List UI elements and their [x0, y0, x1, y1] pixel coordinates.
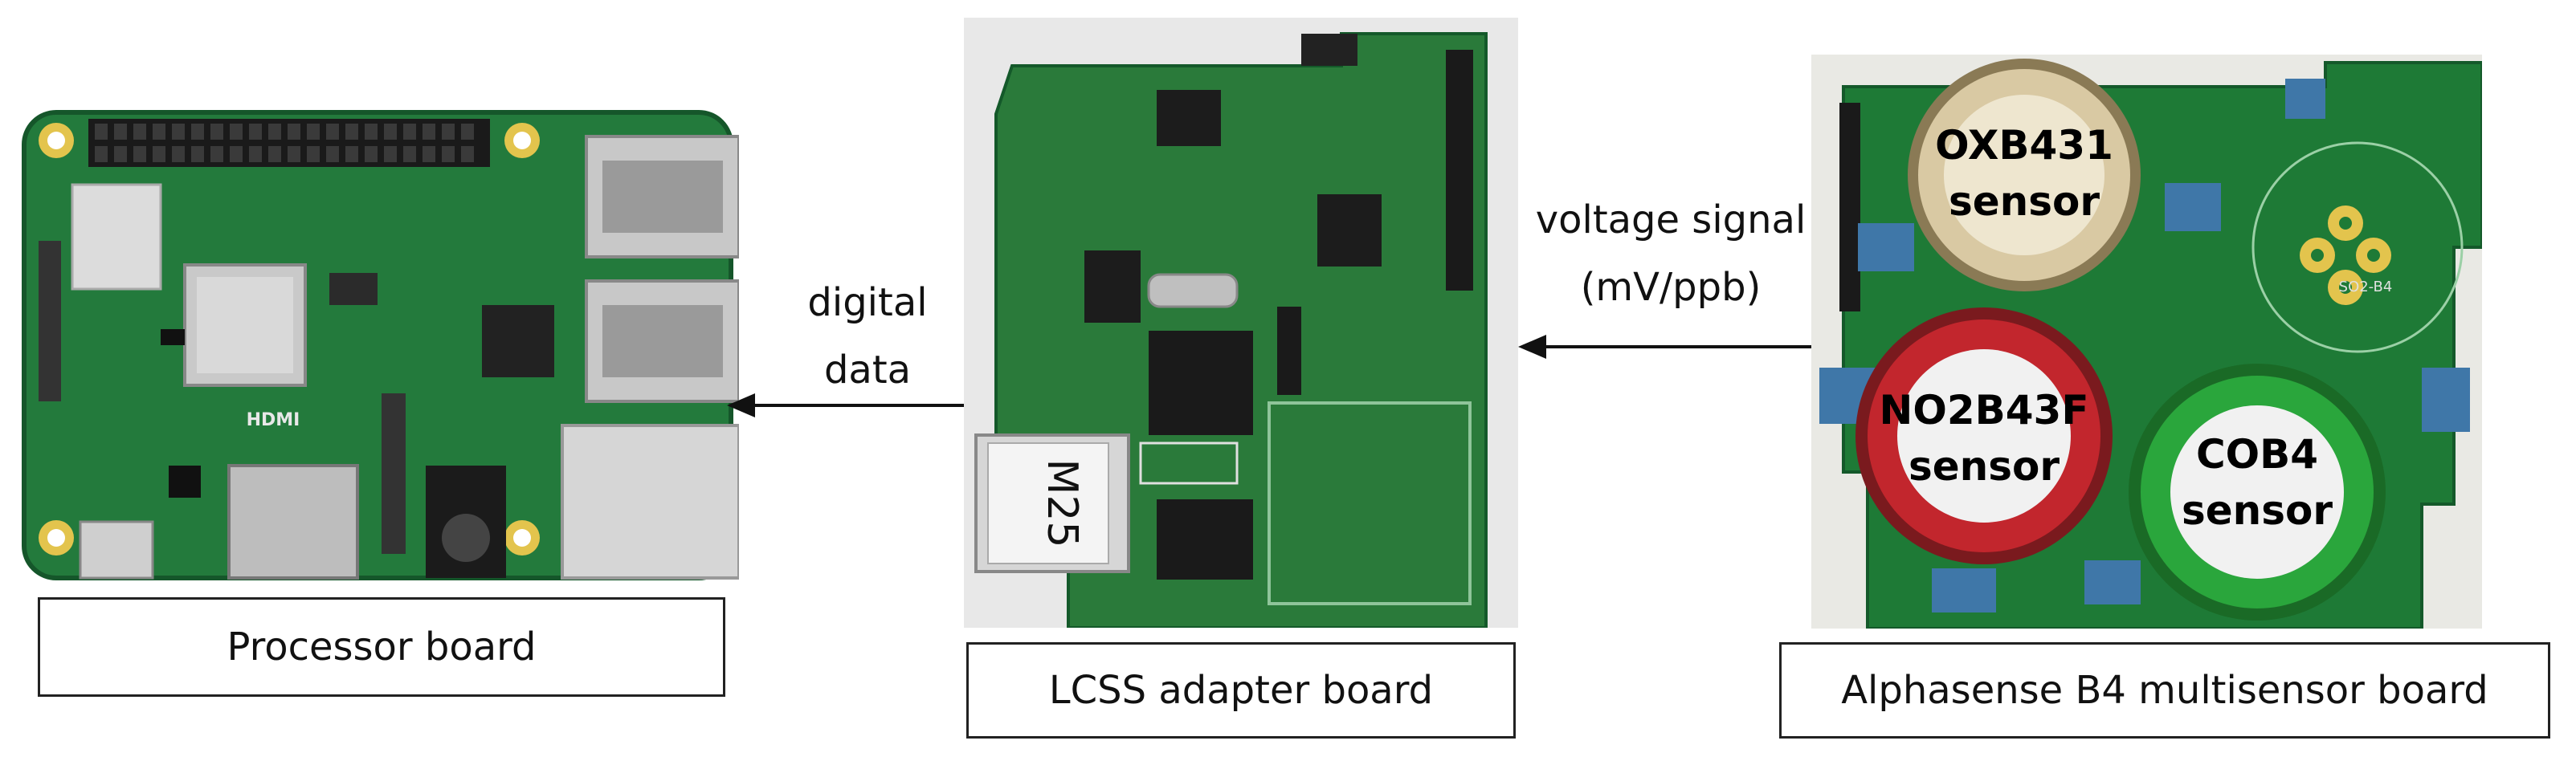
sensor-board-label: Alphasense B4 multisensor board — [1779, 642, 2550, 739]
processor-board-image: HDMI — [22, 110, 739, 580]
voltage-signal-line1: voltage signal — [1535, 197, 1806, 242]
adapter-board-label: LCSS adapter board — [966, 642, 1516, 739]
processor-board-label: Processor board — [38, 597, 725, 697]
no2-sensor-word: sensor — [1909, 443, 2060, 490]
digital-data-caption: digital data — [771, 269, 964, 404]
voltage-signal-line2: (mV/ppb) — [1580, 265, 1762, 310]
co-sensor-name: COB4 — [2196, 431, 2318, 478]
hdmi-silkscreen: HDMI — [247, 410, 300, 430]
digital-data-line2: data — [823, 348, 912, 393]
no2-sensor-name: NO2B43F — [1880, 387, 2089, 433]
adapter-sticker-text: M25 — [1038, 458, 1086, 547]
sensor-board-image: SO2-B4 OXB431 sensor NO2B43F sensor COB4… — [1811, 55, 2482, 629]
arrow-voltage-signal — [1518, 335, 1811, 359]
adapter-board-image: M25 — [964, 18, 1518, 628]
sensor-slot-silkscreen: SO2-B4 — [2339, 279, 2393, 295]
co-sensor-word: sensor — [2182, 487, 2333, 534]
oxb-sensor-name: OXB431 — [1935, 122, 2113, 169]
arrow-digital-data — [727, 393, 964, 417]
digital-data-line1: digital — [807, 280, 928, 325]
oxb-sensor-word: sensor — [1949, 178, 2100, 225]
voltage-signal-caption: voltage signal (mV/ppb) — [1518, 186, 1823, 321]
